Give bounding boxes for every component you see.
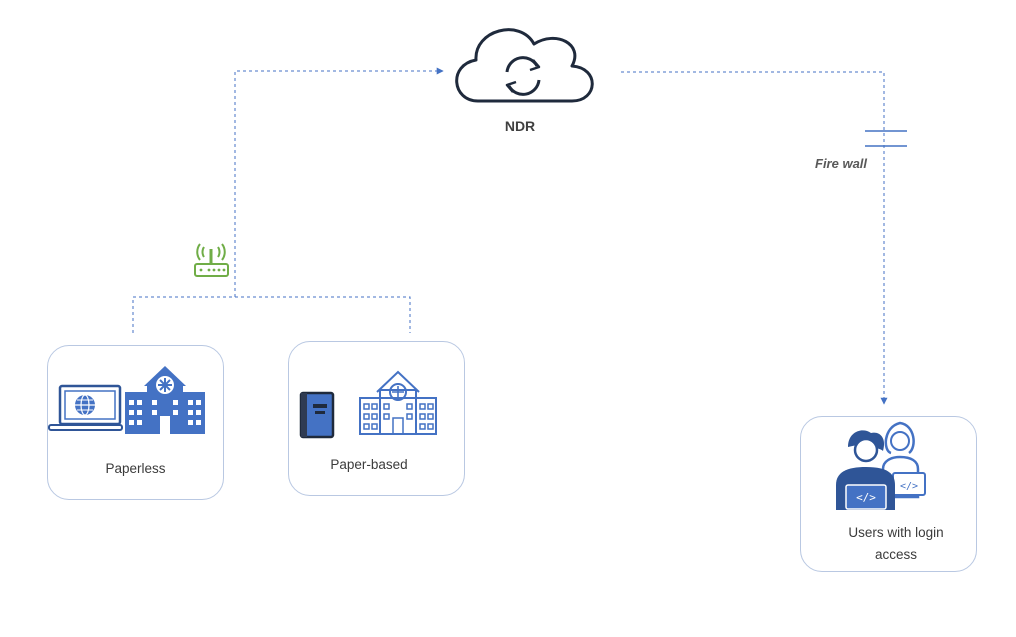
hospital-building-outline-icon (359, 370, 437, 435)
node-label-users-line1: Users with login (848, 525, 944, 540)
cloud-sync-icon (455, 28, 594, 103)
node-paperless[interactable]: Paperless (47, 345, 224, 500)
svg-text:</>: </> (900, 481, 918, 492)
node-label-users-line2: access (874, 547, 918, 562)
wifi-router-icon (194, 243, 229, 277)
svg-text:</>: </> (856, 491, 876, 504)
developer-users-icon: </> </> (836, 421, 926, 510)
firewall-label: Fire wall (815, 156, 868, 171)
connector-to-cloud (234, 67, 444, 297)
laptop-globe-icon (48, 384, 123, 431)
hospital-building-icon (125, 366, 205, 434)
users-icons: </> </> (836, 421, 926, 510)
paperless-icons (48, 366, 205, 434)
connector-paperless-branch (132, 296, 411, 333)
paper-based-icons (299, 370, 437, 439)
node-label-paper-based: Paper-based (330, 457, 408, 472)
firewall-gap-icon (865, 130, 907, 147)
node-paper-based[interactable]: Paper-based (288, 341, 465, 496)
node-label-paperless: Paperless (105, 461, 166, 476)
node-users[interactable]: </> </> Users with login access (800, 416, 977, 572)
connector-lines (132, 67, 888, 405)
cloud-label: NDR (504, 118, 536, 134)
book-icon (299, 391, 335, 439)
connector-cloud-to-users (621, 71, 888, 405)
